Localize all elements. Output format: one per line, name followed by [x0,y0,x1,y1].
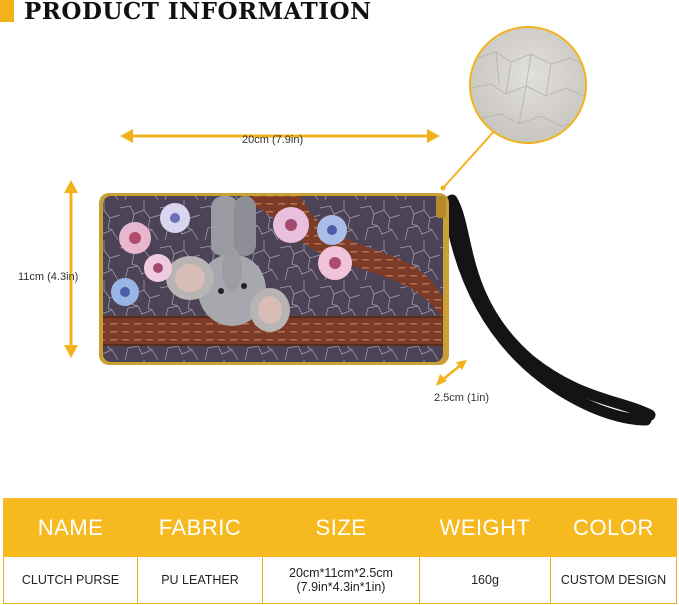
spec-value-color: CUSTOM DESIGN [550,556,677,604]
spec-header-name: NAME [3,498,138,557]
depth-label: 2.5cm (1in) [434,392,490,404]
spec-table: NAME FABRIC SIZE WEIGHT COLOR CLUTCH PUR… [3,498,677,604]
spec-value-row: CLUTCH PURSE PU LEATHER 20cm*11cm*2.5cm … [3,556,677,604]
header-accent-bar [0,0,14,22]
spec-value-size: 20cm*11cm*2.5cm (7.9in*4.3in*1in) [262,556,420,604]
depth-arrow [436,360,467,386]
spec-value-weight: 160g [419,556,551,604]
height-arrow [64,180,78,358]
page-title: PRODUCT INFORMATION [24,0,372,25]
spec-value-name: CLUTCH PURSE [3,556,138,604]
spec-header-size: SIZE [262,498,420,557]
wallet [99,193,449,365]
spec-value-fabric: PU LEATHER [137,556,263,604]
spec-header-weight: WEIGHT [419,498,551,557]
swatch-leader-line [442,127,498,189]
spec-header-row: NAME FABRIC SIZE WEIGHT COLOR [3,498,677,557]
leather-texture-swatch [469,26,587,144]
flower-print [111,203,352,306]
wrist-strap [446,194,656,421]
height-label: 11cm (4.3in) [18,271,79,283]
elephant-print [166,196,290,332]
width-label: 20cm (7.9in) [242,134,304,146]
spec-header-color: COLOR [550,498,677,557]
spec-header-fabric: FABRIC [137,498,263,557]
